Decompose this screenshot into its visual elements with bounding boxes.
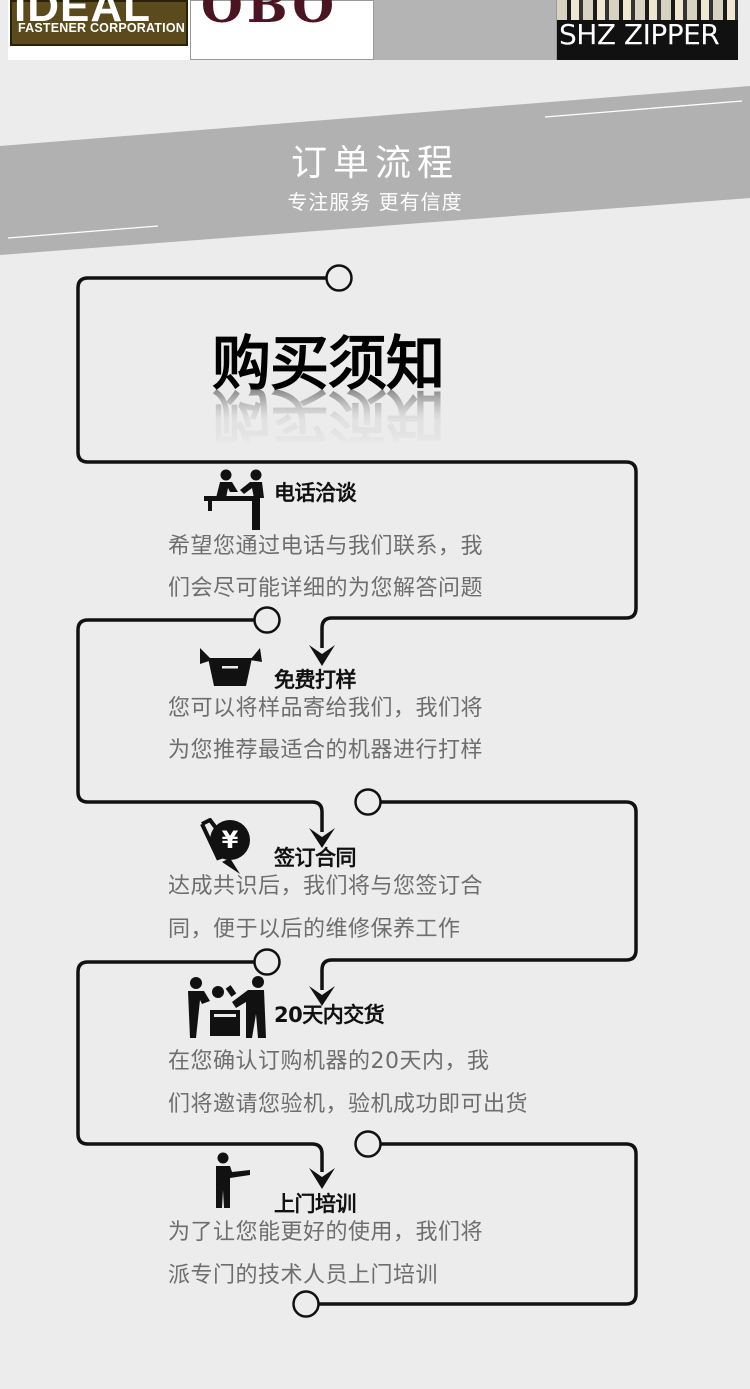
step-description: 希望您通过电话与我们联系，我	[168, 534, 484, 559]
step-description: 在您确认订购机器的20天内，我	[168, 1049, 490, 1074]
logo-shz-wordmark: SHZ ZIPPER	[559, 18, 720, 51]
step-description: 们将邀请您验机，验机成功即可出货	[168, 1092, 529, 1117]
step-description: 达成共识后，我们将与您签订合	[168, 874, 484, 899]
flow-node	[325, 264, 353, 292]
logo-ideal-wordmark: IDEAL	[14, 0, 151, 31]
open-box-icon	[200, 648, 262, 686]
step-description: 派专门的技术人员上门培训	[168, 1263, 439, 1288]
flow-node	[253, 948, 281, 976]
flow-node	[354, 788, 382, 816]
logo-obo-wordmark: OBO	[201, 0, 339, 34]
handshake-icon	[204, 469, 264, 530]
logo-ideal: IDEAL FASTENER CORPORATION	[8, 0, 190, 60]
step-description: 同，便于以后的维修保养工作	[168, 917, 461, 942]
page-title: 订单流程	[290, 143, 459, 184]
step-description: 为了让您能更好的使用，我们将	[168, 1220, 484, 1245]
delivery-icon	[188, 976, 266, 1038]
step-title: 20天内交货	[274, 1003, 385, 1027]
step-title: 上门培训	[274, 1192, 357, 1216]
reflection-fade	[200, 388, 470, 450]
step-title: 电话洽谈	[274, 481, 357, 505]
purchase-notice-heading: 购买须知	[212, 329, 445, 398]
svg-text:¥: ¥	[222, 826, 239, 854]
flow-node	[292, 1290, 320, 1318]
logo-obo: OBO	[190, 0, 373, 60]
logo-blank	[373, 0, 556, 60]
flow-node	[354, 1130, 382, 1158]
step-title: 签订合同	[274, 846, 357, 870]
step-title: 免费打样	[274, 668, 357, 692]
step-description: 您可以将样品寄给我们，我们将	[168, 696, 484, 721]
logo-shz: SHZ ZIPPER	[556, 0, 738, 60]
page-subtitle: 专注服务 更有信度	[287, 190, 463, 214]
logo-ideal-subtitle: FASTENER CORPORATION	[18, 21, 185, 35]
flow-node	[253, 606, 281, 634]
zipper-pattern	[557, 0, 738, 20]
step-description: 们会尽可能详细的为您解答问题	[168, 576, 484, 601]
step-description: 为您推荐最适合的机器进行打样	[168, 738, 484, 763]
title-banner	[0, 86, 750, 255]
yen-contract-icon: ¥	[200, 818, 250, 874]
presenter-icon	[216, 1152, 250, 1208]
